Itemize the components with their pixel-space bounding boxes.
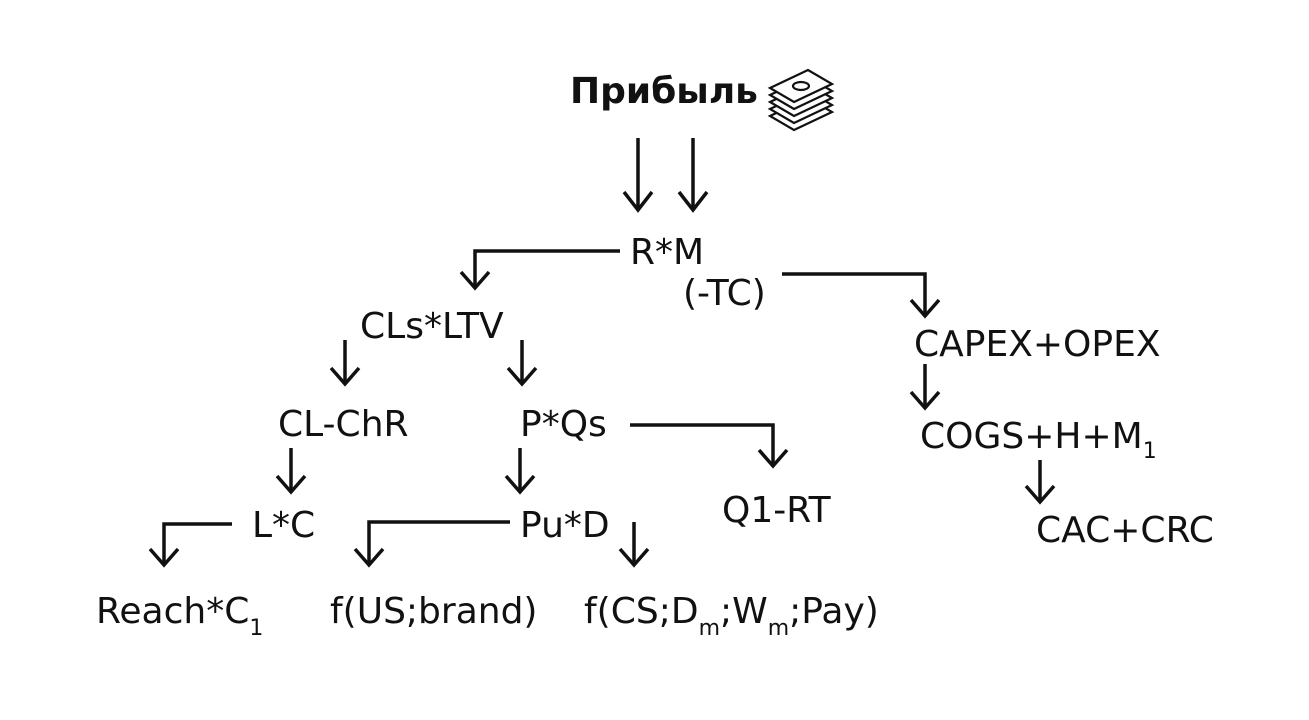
arrow-cogs-to-cac [1024, 460, 1056, 505]
arrow-cls-to-cl-chr [329, 340, 361, 387]
arrow-rm-to-cls-ltv [459, 249, 620, 291]
node-cac-crc: CAC+CRC [1036, 510, 1214, 551]
arrow-pu-d-to-f-cs [618, 522, 650, 568]
node-cl-chr: CL-ChR [278, 404, 409, 445]
arrow-cls-to-p-qs [506, 340, 538, 387]
node-capex-opex: CAPEX+OPEX [914, 324, 1161, 365]
arrow-capex-to-cogs [909, 364, 941, 411]
arrow-title-left [622, 138, 654, 213]
arrow-title-right [677, 138, 709, 213]
node-p-qs: P*Qs [520, 404, 607, 445]
arrow-p-qs-to-q1-rt [630, 423, 789, 469]
node-pu-d: Pu*D [520, 505, 610, 546]
node-q1-rt: Q1-RT [722, 490, 832, 531]
money-stack-icon [767, 68, 835, 132]
node-cogs: COGS+H+M1 [920, 416, 1157, 464]
node-f-us-brand: f(US;brand) [330, 591, 537, 632]
node-reach: Reach*C1 [96, 591, 263, 641]
arrow-pu-d-to-f-us [353, 520, 510, 568]
arrow-tc-to-capex [782, 272, 941, 319]
node-cls-ltv: CLs*LTV [360, 306, 504, 347]
arrow-l-c-to-reach [148, 522, 232, 568]
node-tc: (-TC) [683, 273, 766, 314]
node-r-m: R*M [630, 232, 704, 273]
node-l-c: L*C [252, 505, 315, 546]
arrow-p-qs-to-pu-d [504, 448, 536, 495]
arrow-cl-chr-to-l-c [275, 448, 307, 495]
title-profit: Прибыль [570, 71, 758, 112]
node-f-cs: f(CS;Dm;Wm;Pay) [584, 591, 879, 641]
